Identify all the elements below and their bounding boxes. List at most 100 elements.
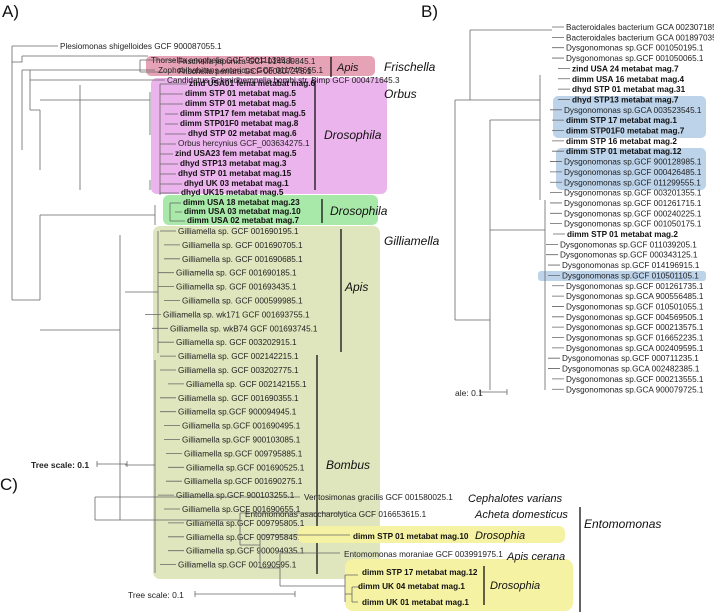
frischella-highlight [146, 56, 375, 76]
tip-a-outgroup: Candidatus Schmidhempelia bombi str. Bim… [167, 76, 400, 85]
panel-a: A) Plesiomonas shigelloides GCF 90008705… [2, 2, 440, 579]
blue-highlight [553, 96, 706, 138]
tree-scale-label: ale: 0.1 [455, 388, 483, 398]
panel-a-label: A) [2, 2, 19, 21]
tip-a-gilliamella: Gilliamella sp.GCF 900094945.1 [178, 408, 297, 417]
tip-a-gilliamella: Gilliamella sp. GCF 001690355.1 [178, 394, 299, 403]
genus-label: Entomomonas [584, 517, 661, 531]
tree-scale-label: Tree scale: 0.1 [31, 460, 89, 470]
tree-scale-bar [479, 389, 508, 395]
tip-a-orbus: dhyd UK15 metabat mag.5 [181, 188, 284, 197]
clade-label-apis: Apis [336, 62, 359, 74]
tip-a-drosophila: dimm USA 03 metabat mag.10 [184, 207, 301, 216]
panel-b: B) Bacteroidales bacterium GCA 002307185… [421, 2, 714, 398]
host-label: Apis cerana [506, 551, 565, 563]
tip-b: Dysgonomonas sp.GCF 001261715.1 [564, 199, 702, 208]
tip-b: Dysgonomonas sp.GCF 000213555.1 [566, 375, 704, 384]
tip-a-gilliamella: Gilliamella sp. GCF 000599985.1 [182, 297, 303, 306]
tip-b: Dysgonomonas sp.GCF 001050065.1 [566, 54, 704, 63]
clade-label-gilliamella: Gilliamella [384, 234, 440, 248]
tree-scale-bar [194, 591, 296, 597]
tip-c: dimm UK 04 metabat mag.1 [358, 582, 465, 591]
tip-a-orbus: Orbus hercynius GCF_003634275.1 [178, 139, 310, 148]
tip-a-gilliamella: Gilliamella sp.GCF 009795845.1 [186, 533, 305, 542]
tip-b: Dysgonomonas sp.GCA 900079725.1 [566, 385, 704, 394]
tip-a-gilliamella: Gilliamella sp.GCF 009795885.1 [184, 449, 303, 458]
tree-scale-bar [96, 461, 128, 467]
host-label: Drosophia [490, 580, 540, 592]
tip-b: Dysgonomonas sp.GCF 001050195.1 [566, 44, 704, 53]
tip-a-orbus: dhyd STP13 metabat mag.3 [180, 159, 287, 168]
orbus-tips: zind USA01 fema metabat mag.6 dimm STP 0… [159, 79, 315, 197]
blue-highlight [538, 271, 706, 281]
tip-b: dhyd STP 01 metabat mag.31 [572, 85, 686, 94]
tip-b: Dysgonomonas sp.GCF 010501055.1 [566, 302, 704, 311]
branch [125, 230, 184, 573]
tip-b: Dysgonomonas sp.GCF 003201355.1 [564, 189, 702, 198]
tip-a-gilliamella: Gilliamella sp. GCF 001690185.1 [176, 269, 297, 278]
tip-a-outgroup: Plesiomonas shigelloides GCF 900087055.1 [60, 42, 222, 51]
tip-a-gilliamella: Gilliamella sp.GCF 900094935.1 [186, 547, 305, 556]
tip-a-gilliamella: Gilliamella sp.GCF 001690525.1 [186, 463, 305, 472]
tip-a-gilliamella: Gilliamella sp. GCF 001693435.1 [176, 283, 297, 292]
tip-a-gilliamella: Gilliamella sp. GCF 003202775.1 [178, 366, 299, 375]
tip-a-orbus: dimm STP01F0 metabat mag.8 [180, 119, 299, 128]
tip-b: dimm STP 16 metabat mag.2 [566, 137, 677, 146]
tip-b: dhyd STP13 metabat mag.7 [572, 95, 679, 104]
tip-a-gilliamella: Gilliamella sp.GCF 009795805.1 [186, 519, 305, 528]
gilliamella-branches [125, 230, 184, 573]
tip-a-orbus: dhyd STP 01 metabat mag.15 [178, 169, 292, 178]
clade-label-apis: Apis [344, 280, 368, 294]
tip-a-outgroup: Zophobihabitans entericus GCF 011745665.… [158, 66, 324, 75]
tree-b-branches [454, 26, 570, 390]
tip-b: dimm USA 16 metabat mag.4 [572, 75, 685, 84]
tip-a-gilliamella: Gilliamella sp. GCF 002142155.1 [186, 380, 307, 389]
tip-b: Dysgonomonas sp.GCF 014196915.1 [562, 261, 700, 270]
gilliamella-tips: Gilliamella sp. GCF 001690195.1Gilliamel… [163, 227, 318, 570]
tip-a-gilliamella: Gilliamella sp. GCF 002142215.1 [178, 352, 299, 361]
tip-a-drosophila: dimm USA 02 metabat mag.7 [187, 216, 300, 225]
panel-b-label: B) [421, 2, 438, 21]
tip-b: dimm STP 01 metabat mag.2 [567, 230, 678, 239]
tip-b: Dysgonomonas sp.GCF 011039205.1 [560, 240, 697, 249]
tip-b: Dysgonomonas sp.GCF 900128985.1 [564, 158, 702, 167]
tip-a-outgroup: Thorsellia anophelis GCF 900111395.1 [151, 56, 293, 65]
clade-label-frischella: Frischella [384, 60, 436, 74]
tip-a-gilliamella: Gilliamella sp.GCF 001690275.1 [184, 477, 303, 486]
tip-a-gilliamella: Gilliamella sp.GCF 900103255.1 [176, 491, 295, 500]
host-label: Cephalotes varians [468, 493, 563, 505]
tip-b: Dysgonomonas sp.GCF 001050175.1 [564, 220, 702, 229]
tip-a-orbus: dimm STP 01 metabat mag.5 [185, 99, 296, 108]
tip-b: zind USA 24 metabat mag.7 [572, 64, 679, 73]
tip-b: Dysgonomonas sp.GCF 001261735.1 [566, 282, 704, 291]
tree-scale-label: Tree scale: 0.1 [128, 590, 184, 600]
tip-c: dimm STP 17 metabat mag.12 [362, 568, 478, 577]
tip-c: Entomomonas asaccharolytica GCF 01665361… [245, 510, 427, 519]
panel-c: C) Ventosimonas gracilis GCF 001580025.1… [0, 475, 661, 612]
clade-label-drosophila: Drosophila [324, 128, 382, 142]
tip-a-orbus: zind USA01 fema metabat mag.6 [189, 79, 315, 88]
tip-b: Bacteroidales bacterium GCA 002307185.1 [566, 23, 714, 32]
tip-a-gilliamella: Gilliamella sp.GCF 001690495.1 [182, 422, 301, 431]
drosophia-highlight [298, 526, 565, 543]
tip-b: Dysgonomonas sp.GCF 004569505.1 [566, 313, 704, 322]
tip-c: dimm UK 01 metabat mag.1 [362, 598, 469, 607]
tip-a-orbus: dimm STP 01 metabat mag.5 [185, 89, 296, 98]
clade-label-orbus: Orbus [384, 87, 417, 101]
tip-a-gilliamella: Gilliamella sp. GCF 001690705.1 [182, 241, 303, 250]
tip-c: Entomomonas moraniae GCF 003991975.1 [344, 550, 503, 559]
host-label: Drosophia [475, 530, 525, 542]
tip-b: Dysgonomonas sp.GCA 002409595.1 [566, 344, 704, 353]
tip-b: dimm STP 01 metabat mag.12 [566, 147, 682, 156]
panel-c-label: C) [0, 475, 18, 494]
tip-a-drosophila: dimm USA 18 metabat mag.23 [183, 198, 300, 207]
clade-label-drosophila: Drosophila [330, 204, 388, 218]
tip-b: dimm STP 17 metabat mag.1 [566, 116, 677, 125]
tip-a-orbus: dimm STP17 fem metabat mag.5 [180, 109, 306, 118]
tip-a-gilliamella: Gilliamella sp. GCF 003202915.1 [176, 338, 297, 347]
tip-c: dimm STP 01 metabat mag.10 [353, 532, 469, 541]
tip-b: Dysgonomonas sp.GCF 000711235.1 [562, 354, 699, 363]
tip-a-orbus: dhyd UK 03 metabat mag.1 [184, 179, 289, 188]
tip-b: Dysgonomonas sp.GCA 003523545.1 [564, 106, 702, 115]
tip-a-gilliamella: Gilliamella sp.GCF 001690655.1 [182, 505, 301, 514]
